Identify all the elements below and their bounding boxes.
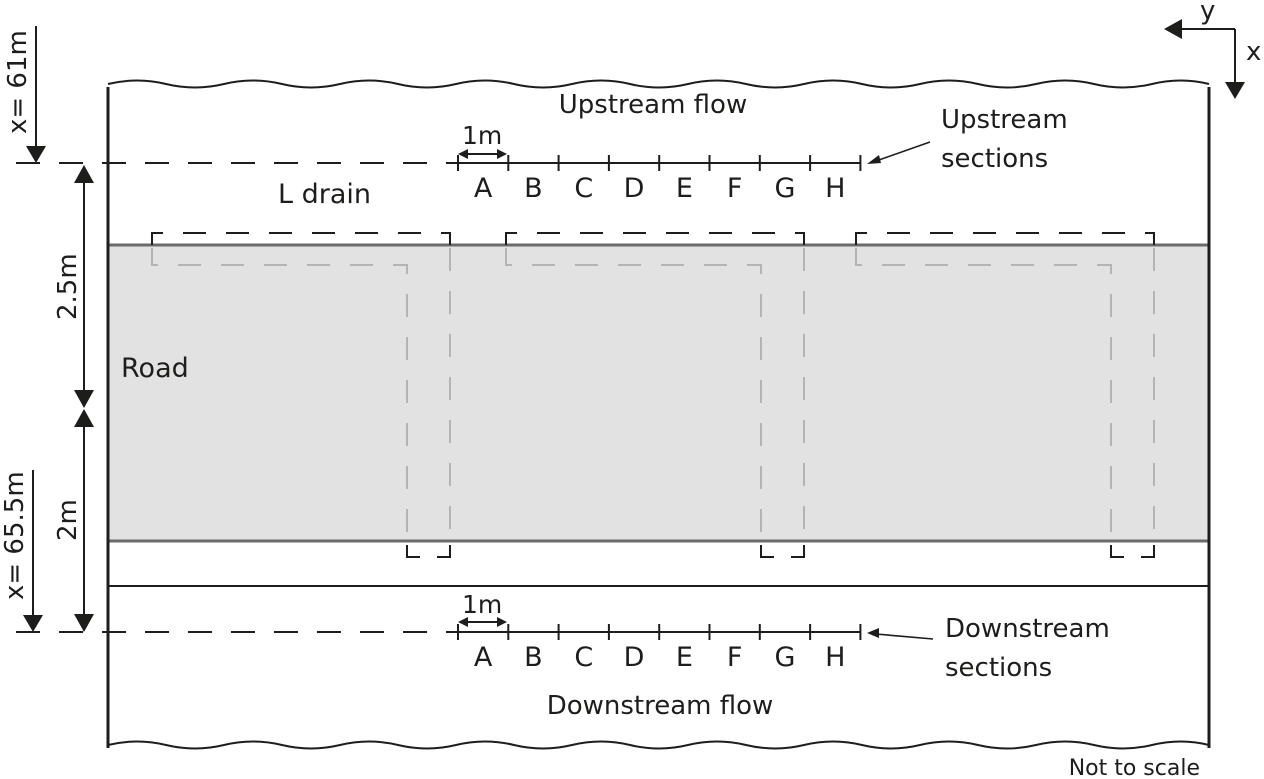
dimension-upstream-2-5m	[74, 165, 94, 408]
upstream-sections-arrowhead	[867, 155, 881, 164]
y-axis-arrowhead	[1164, 19, 1182, 39]
l-drain-outlet-left	[406, 545, 420, 558]
downstream-sections-leader	[875, 633, 934, 640]
l-drain-grate	[151, 232, 451, 245]
not-to-scale-note: Not to scale	[1069, 756, 1200, 779]
x-axis-arrowhead	[1225, 82, 1245, 99]
downstream-section-label-b: B	[524, 642, 543, 673]
road-surface	[108, 245, 1209, 541]
upstream-section-label-h: H	[825, 173, 845, 204]
l-drain-hidden-inner	[151, 248, 408, 541]
l-drain-label: L drain	[278, 179, 371, 210]
y-axis-label: y	[1200, 0, 1215, 26]
l-drains	[151, 232, 1155, 558]
l-drain-hidden-inner	[855, 248, 1112, 541]
downstream-section-label-d: D	[624, 642, 645, 673]
spacing-label-downstream: 1m	[462, 590, 502, 619]
spacing-arrow-downstream	[458, 617, 507, 627]
upstream-flow-label: Upstream flow	[559, 90, 747, 120]
dimension-downstream-2m	[74, 409, 94, 632]
l-drain-outlet-right	[791, 545, 805, 558]
downstream-flow-label: Downstream flow	[547, 691, 774, 721]
dimension-label-2-5m: 2.5m	[53, 253, 83, 320]
x-axis-label: x	[1246, 37, 1261, 67]
downstream-section-label-a: A	[474, 642, 493, 673]
l-drain-3	[855, 232, 1155, 558]
upstream-sections-leader	[875, 141, 931, 162]
x-upstream-label: x= 61m	[3, 30, 33, 134]
upstream-section-label-d: D	[624, 173, 645, 204]
break-line-top	[107, 79, 1210, 89]
upstream-section-label-c: C	[574, 173, 593, 204]
l-drain-1	[151, 232, 451, 558]
spacing-label-upstream: 1m	[462, 121, 502, 150]
l-drain-outlet-right	[1141, 545, 1155, 558]
upstream-section-label-g: G	[774, 173, 795, 204]
x-downstream-arrow	[23, 470, 43, 632]
upstream-section-label-b: B	[524, 173, 543, 204]
l-drain-outlet-left	[1110, 545, 1124, 558]
l-drain-2	[505, 232, 805, 558]
break-line-bottom	[107, 740, 1210, 750]
l-drain-outlet-right	[437, 545, 451, 558]
axes-indicator	[1164, 19, 1245, 99]
upstream-section-label-e: E	[676, 173, 693, 204]
downstream-section-label-e: E	[676, 642, 693, 673]
downstream-sections-label-2: sections	[945, 653, 1052, 683]
upstream-sections-label-2: sections	[941, 144, 1048, 174]
dimension-label-2m: 2m	[53, 499, 83, 541]
upstream-sections-label-1: Upstream	[941, 105, 1068, 135]
l-drain-hidden-inner	[505, 248, 762, 541]
x-downstream-label: x= 65.5m	[0, 471, 30, 600]
upstream-section-label-a: A	[474, 173, 493, 204]
downstream-section-label-c: C	[574, 642, 593, 673]
downstream-section-label-g: G	[774, 642, 795, 673]
downstream-sections-arrowhead	[867, 628, 879, 638]
l-drain-grate	[505, 232, 805, 245]
x-upstream-arrow	[26, 26, 46, 163]
spacing-arrow-upstream	[458, 149, 507, 159]
downstream-sections-label-1: Downstream	[945, 614, 1110, 644]
upstream-section-label-f: F	[727, 173, 743, 204]
l-drain-grate	[855, 232, 1155, 245]
downstream-section-label-h: H	[825, 642, 845, 673]
downstream-section-label-f: F	[727, 642, 743, 673]
road-label: Road	[121, 353, 189, 384]
l-drain-outlet-left	[760, 545, 774, 558]
